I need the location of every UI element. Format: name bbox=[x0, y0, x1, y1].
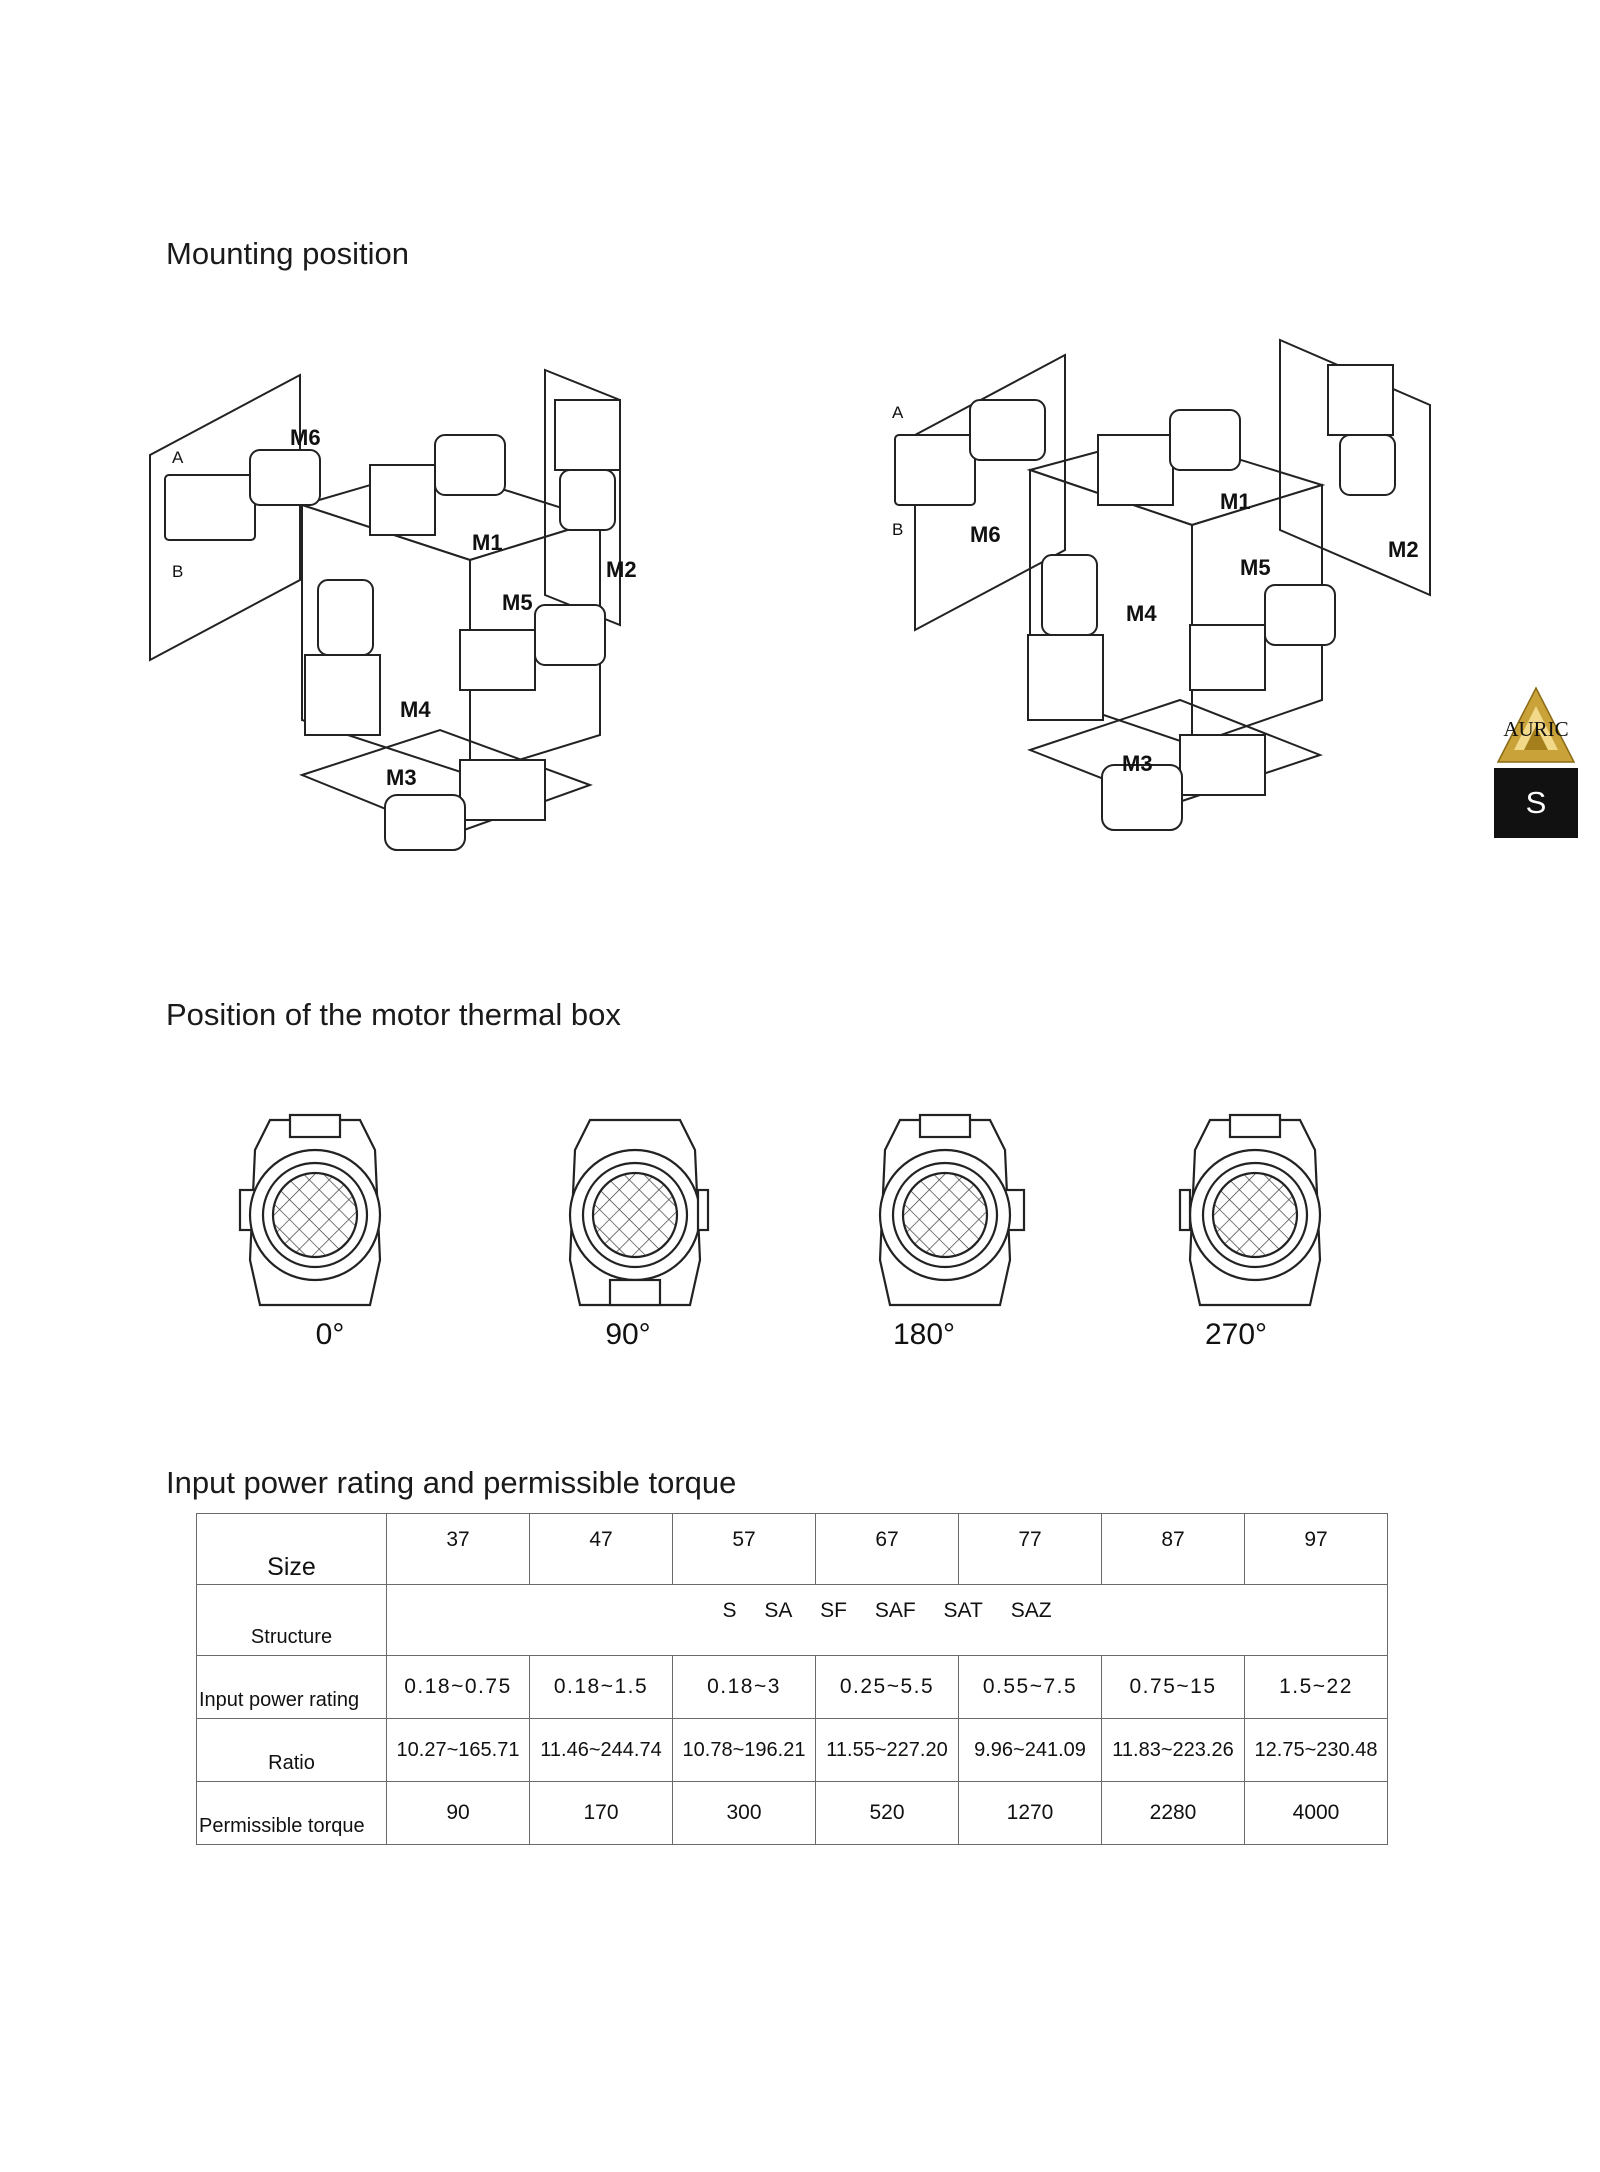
structure-item: SAF bbox=[874, 1599, 916, 1622]
gear-motor-m5 bbox=[1189, 624, 1266, 691]
gear-motor-m1 bbox=[369, 464, 436, 536]
auric-logo: AURIC bbox=[1494, 686, 1578, 766]
ratio-cell: 11.55~227.20 bbox=[815, 1718, 959, 1782]
ratio-cell: 9.96~241.09 bbox=[958, 1718, 1102, 1782]
power-torque-title: Input power rating and permissible torqu… bbox=[166, 1465, 737, 1500]
gear-motor-m6 bbox=[164, 474, 256, 541]
label-m1-left: M1 bbox=[472, 530, 503, 555]
torque-cell: 520 bbox=[815, 1781, 959, 1845]
row-header-torque: Permissible torque bbox=[196, 1781, 387, 1845]
table-row-structure: Structure S SA SF SAF SAT SAZ bbox=[196, 1584, 1388, 1656]
structure-item: S bbox=[722, 1599, 737, 1622]
gear-motor-m3 bbox=[459, 759, 546, 821]
table-row-torque: Permissible torque 90 170 300 520 1270 2… bbox=[196, 1781, 1388, 1845]
power-cell: 0.55~7.5 bbox=[958, 1655, 1102, 1719]
size-cell: 57 bbox=[672, 1513, 816, 1585]
row-header-ratio: Ratio bbox=[196, 1718, 387, 1782]
gear-motor-m5 bbox=[459, 629, 536, 691]
label-m5-right: M5 bbox=[1240, 555, 1271, 580]
brand-mark: AURIC S bbox=[1494, 686, 1578, 838]
table-row-size: Size 37 47 57 67 77 87 97 bbox=[196, 1513, 1388, 1585]
size-cell: 77 bbox=[958, 1513, 1102, 1585]
auric-logo-text: AURIC bbox=[1503, 717, 1569, 741]
power-cell: 0.75~15 bbox=[1101, 1655, 1245, 1719]
label-m6-right: M6 bbox=[970, 522, 1001, 547]
torque-cell: 170 bbox=[529, 1781, 673, 1845]
thermal-position-180: 180° bbox=[892, 1318, 956, 1351]
torque-cell: 1270 bbox=[958, 1781, 1102, 1845]
mounting-diagram-left: M6 M1 M2 M5 M4 M3 A B bbox=[149, 368, 637, 851]
structure-item: SAZ bbox=[1010, 1599, 1052, 1622]
mark-b-right: B bbox=[892, 520, 903, 539]
label-m3-right: M3 bbox=[1122, 751, 1153, 776]
gear-motor-m6 bbox=[894, 434, 976, 506]
size-cell: 67 bbox=[815, 1513, 959, 1585]
ratio-cell: 10.27~165.71 bbox=[386, 1718, 530, 1782]
power-cell: 0.18~3 bbox=[672, 1655, 816, 1719]
thermal-position-90: 90° bbox=[605, 1318, 651, 1351]
mounting-position-title: Mounting position bbox=[166, 236, 409, 271]
size-cell: 47 bbox=[529, 1513, 673, 1585]
mark-a-right: A bbox=[892, 403, 904, 422]
label-m2-left: M2 bbox=[606, 557, 637, 582]
structure-cell: S SA SF SAF SAT SAZ bbox=[386, 1584, 1388, 1656]
thermal-position-0: 0° bbox=[315, 1318, 345, 1351]
row-header-power: Input power rating bbox=[196, 1655, 387, 1719]
gear-motor-m4 bbox=[304, 654, 381, 736]
power-cell: 0.25~5.5 bbox=[815, 1655, 959, 1719]
series-badge: S bbox=[1494, 768, 1578, 838]
label-m6-left: M6 bbox=[290, 425, 321, 450]
ratio-cell: 10.78~196.21 bbox=[672, 1718, 816, 1782]
mark-b-left: B bbox=[172, 562, 183, 581]
label-m4-left: M4 bbox=[400, 697, 431, 722]
label-m2-right: M2 bbox=[1388, 537, 1419, 562]
ratio-cell: 11.46~244.74 bbox=[529, 1718, 673, 1782]
torque-cell: 300 bbox=[672, 1781, 816, 1845]
power-torque-table: Size 37 47 57 67 77 87 97 Structure S SA… bbox=[196, 1513, 1388, 1845]
structure-item: SF bbox=[820, 1599, 848, 1622]
ratio-cell: 12.75~230.48 bbox=[1244, 1718, 1388, 1782]
power-cell: 1.5~22 bbox=[1244, 1655, 1388, 1719]
mounting-diagram-right: M6 M1 M2 M5 M4 M3 A B bbox=[892, 338, 1431, 831]
label-m3-left: M3 bbox=[386, 765, 417, 790]
size-cell: 87 bbox=[1101, 1513, 1245, 1585]
ratio-cell: 11.83~223.26 bbox=[1101, 1718, 1245, 1782]
gear-motor-m2 bbox=[554, 399, 621, 471]
power-cell: 0.18~0.75 bbox=[386, 1655, 530, 1719]
row-header-structure: Structure bbox=[196, 1584, 387, 1656]
gear-motor-m2 bbox=[1327, 364, 1394, 436]
label-m5-left: M5 bbox=[502, 590, 533, 615]
thermal-box-title: Position of the motor thermal box bbox=[166, 997, 621, 1032]
row-header-size: Size bbox=[196, 1513, 387, 1585]
torque-cell: 2280 bbox=[1101, 1781, 1245, 1845]
size-cell: 37 bbox=[386, 1513, 530, 1585]
structure-item: SA bbox=[764, 1599, 793, 1622]
torque-cell: 4000 bbox=[1244, 1781, 1388, 1845]
table-row-ratio: Ratio 10.27~165.71 11.46~244.74 10.78~19… bbox=[196, 1718, 1388, 1782]
thermal-position-270: 270° bbox=[1204, 1318, 1268, 1351]
thermal-box-diagrams bbox=[238, 1113, 1322, 1307]
size-cell: 97 bbox=[1244, 1513, 1388, 1585]
gear-motor-m1 bbox=[1097, 434, 1174, 506]
label-m1-right: M1 bbox=[1220, 489, 1251, 514]
table-row-power: Input power rating 0.18~0.75 0.18~1.5 0.… bbox=[196, 1655, 1388, 1719]
structure-item: SAT bbox=[943, 1599, 983, 1622]
gear-motor-m4 bbox=[1027, 634, 1104, 721]
torque-cell: 90 bbox=[386, 1781, 530, 1845]
power-cell: 0.18~1.5 bbox=[529, 1655, 673, 1719]
gear-motor-m3 bbox=[1179, 734, 1266, 796]
label-m4-right: M4 bbox=[1126, 601, 1157, 626]
mark-a-left: A bbox=[172, 448, 184, 467]
